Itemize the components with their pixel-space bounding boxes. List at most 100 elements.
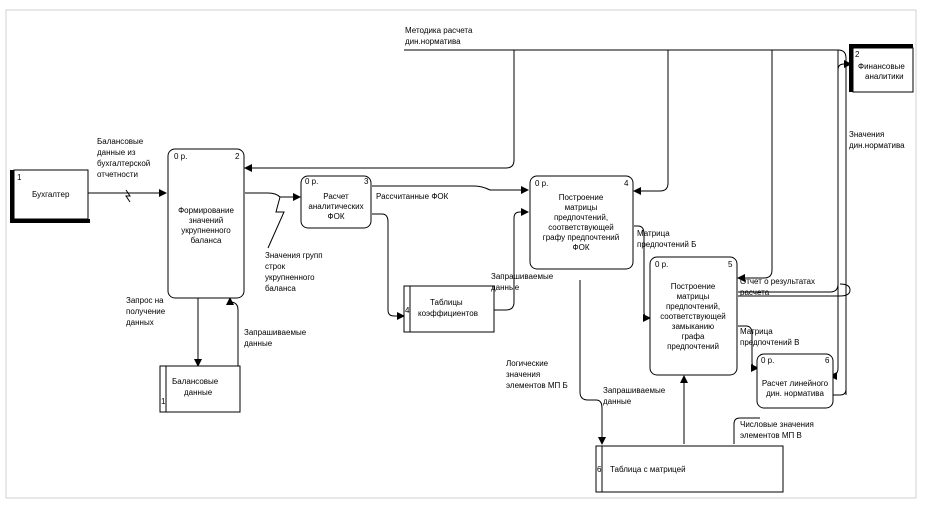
process-number: 5 [728, 260, 733, 269]
label-numeric-values: элементов МП В [740, 431, 802, 440]
label-data-request: Запрос на [126, 296, 164, 305]
label-group-values: строк [265, 262, 286, 271]
process-label: матрицы [565, 203, 598, 212]
store-number: 6 [597, 465, 602, 474]
label-group-values: Значения групп [265, 251, 323, 260]
flow-norm-to-analysts [830, 388, 847, 396]
label-requested-data-1: Запрашиваемые [244, 328, 307, 337]
label-matrix-b: Матрица [637, 229, 670, 238]
process-label: дин. норматива [766, 389, 824, 398]
flow-p3-to-p4 [372, 185, 529, 194]
store-label: Балансовые [172, 377, 219, 386]
label-group-values: баланса [265, 284, 296, 293]
label-logical-values: значения [506, 370, 540, 379]
process-cost: 0 р. [174, 152, 187, 161]
process-label: Формирование [178, 206, 234, 215]
process-label: предпочтений, [666, 302, 720, 311]
process-label: предпочтений, [554, 213, 608, 222]
label-requested-data-1: данные [244, 339, 273, 348]
process-cost: 0 р. [535, 179, 548, 188]
process-label: Построение [671, 282, 716, 291]
external-accountant[interactable]: 1 Бухгалтер [10, 169, 90, 223]
process-label: замыканию [672, 322, 714, 331]
process-number: 4 [624, 179, 629, 188]
process-label: матрицы [677, 292, 710, 301]
label-methodology: дин.норматива [405, 37, 461, 46]
entity-label: аналитики [865, 72, 904, 81]
process-label: Расчет [323, 192, 349, 201]
process-cost: 0 р. [761, 356, 774, 365]
store-number: 1 [161, 397, 166, 406]
flow-p5-report-loop [738, 283, 851, 297]
flow-groups-squiggle [267, 196, 285, 249]
flow-store4-to-p4 [494, 208, 529, 311]
flow-methodology-to-p4 [633, 50, 669, 195]
process-number: 3 [364, 177, 369, 186]
process-label: графа [682, 332, 705, 341]
store-label: Таблицы [430, 298, 463, 307]
label-requested-data-3: Запрашиваемые [603, 386, 666, 395]
process-label: баланса [191, 236, 222, 245]
process-label: ФОК [328, 212, 345, 221]
label-data-request: получение [126, 307, 166, 316]
label-report: расчета [740, 288, 770, 297]
connectors [88, 49, 852, 445]
process-label: соответствующей [548, 223, 614, 232]
flow-squiggle [125, 189, 131, 203]
flow-p5-to-p6 [738, 325, 759, 372]
label-logical-values: элементов МП Б [506, 381, 568, 390]
label-report: Отчет о результатах [740, 277, 815, 286]
process-label: Построение [559, 193, 604, 202]
label-balance-source: бухгалтерской [97, 159, 150, 168]
label-balance-source: отчетности [97, 170, 138, 179]
label-norm-values: Значения [849, 130, 884, 139]
store-coefficients[interactable]: 4 Таблицы коэффициентов [403, 285, 495, 333]
flow-p4-to-p5 [634, 225, 651, 322]
process-analytic-fok[interactable]: 0 р. 3 Расчет аналитических ФОК [300, 175, 372, 229]
flow-p4-to-store6 [579, 280, 606, 445]
entity-number: 2 [855, 50, 860, 59]
external-financial-analysts[interactable]: 2 Финансовые аналитики [849, 44, 914, 93]
process-linear-norm[interactable]: 0 р. 6 Расчет линейного дин. норматива [756, 353, 834, 409]
process-label: укрупненного [181, 226, 231, 235]
store-label: Таблица с матрицей [610, 465, 686, 474]
label-matrix-b: предпочтений Б [637, 240, 696, 249]
process-number: 2 [235, 152, 240, 161]
process-label: аналитических [308, 202, 363, 211]
process-label: Расчет линейного [762, 379, 829, 388]
process-label: соответствующей [660, 312, 726, 321]
entity-number: 1 [17, 173, 22, 182]
label-group-values: укрупненного [265, 273, 315, 282]
label-matrix-v: Матрица [740, 327, 773, 336]
label-balance-source: данные из [97, 148, 136, 157]
flow-p2-to-p3 [245, 192, 301, 201]
label-matrix-v: предпочтений В [740, 338, 799, 347]
label-requested-data-3: данные [603, 397, 632, 406]
process-cost: 0 р. [655, 260, 668, 269]
process-label: графу предпочтений [543, 233, 619, 242]
flow-store6-to-p6 [733, 417, 760, 444]
label-requested-data-2: Запрашиваемые [491, 272, 554, 281]
label-balance-source: Балансовые [97, 137, 144, 146]
label-numeric-values: Числовые значения [740, 420, 814, 429]
label-methodology: Методика расчета [405, 26, 473, 35]
store-number: 4 [405, 306, 410, 315]
process-form-balance[interactable]: 0 р. 2 Формирование значений укрупненног… [167, 148, 245, 299]
flow-methodology-to-p2 [244, 50, 515, 172]
label-norm-values: дин.норматива [849, 141, 905, 150]
label-data-request: данных [126, 318, 154, 327]
label-requested-data-2: данные [491, 283, 520, 292]
flow-p3-to-store4 [372, 213, 405, 320]
process-label: ФОК [573, 243, 590, 252]
process-label: предпочтений [667, 342, 719, 351]
store-balance-data[interactable]: 1 Балансовые данные [159, 365, 241, 413]
process-label: значений [189, 216, 223, 225]
store-matrix-table[interactable]: 6 Таблица с матрицей [595, 445, 784, 493]
entity-label: Финансовые [858, 62, 905, 71]
flow-report-to-analysts [738, 60, 852, 293]
process-matrix-closure[interactable]: 0 р. 5 Построение матрицы предпочтений, … [649, 256, 738, 376]
process-number: 6 [825, 356, 830, 365]
process-cost: 0 р. [305, 177, 318, 186]
process-matrix-fok-graph[interactable]: 0 р. 4 Построение матрицы предпочтений, … [529, 175, 634, 270]
